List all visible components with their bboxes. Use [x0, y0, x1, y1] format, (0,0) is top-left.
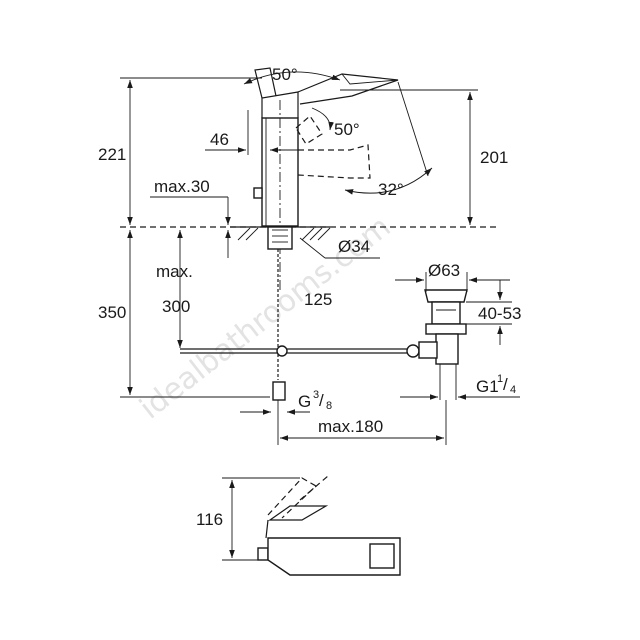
dim-angle-lever: 50°: [311, 107, 360, 139]
label-g114-num: 1: [497, 373, 503, 385]
label-350: 350: [98, 303, 126, 322]
label-g38-slash: /: [319, 391, 324, 410]
dim-201: 201: [340, 89, 508, 225]
dim-116: 116: [196, 477, 300, 561]
dim-hole: Ø34: [299, 237, 380, 259]
dim-46: 46: [205, 110, 300, 155]
dim-thread-hose: G 3 / 8: [240, 389, 332, 415]
label-max: max.: [156, 262, 193, 281]
label-max180: max.180: [318, 417, 383, 436]
dim-thread-waste: G1 1 / 4: [400, 373, 520, 400]
dim-max180: max.180: [277, 400, 447, 445]
dim-angle-spout: 32°: [344, 81, 433, 199]
label-g38-num: 3: [313, 389, 319, 401]
label-40-53: 40-53: [478, 304, 521, 323]
label-angle-lever: 50°: [334, 120, 360, 139]
mounting-assembly: [230, 226, 331, 401]
faucet-side-view: [257, 475, 401, 576]
label-g38-den: 8: [326, 400, 332, 412]
dim-221: 221: [98, 77, 262, 225]
dim-max30: max.30: [150, 177, 231, 258]
dim-40-53: 40-53: [466, 280, 521, 345]
faucet-front-view: [253, 67, 399, 290]
dim-125: 125: [304, 290, 332, 309]
label-116: 116: [196, 510, 223, 529]
label-g114-den: 4: [510, 384, 516, 396]
label-221: 221: [98, 145, 126, 164]
label-300: 300: [162, 297, 190, 316]
label-201: 201: [480, 148, 508, 167]
label-g38-main: G: [298, 392, 311, 411]
waste-assembly: [418, 289, 468, 400]
label-hole-dia: Ø34: [338, 237, 370, 256]
label-angle-spout: 32°: [378, 180, 404, 199]
dim-angle-top: 50°: [243, 65, 341, 85]
dim-waste-dia: Ø63: [395, 261, 510, 292]
drain-linkage: [180, 344, 420, 358]
label-g114-slash: /: [503, 375, 508, 394]
label-g114-main: G1: [476, 377, 499, 396]
label-waste-dia: Ø63: [428, 261, 460, 280]
label-angle-top: 50°: [272, 65, 298, 84]
label-125: 125: [304, 290, 332, 309]
dim-max300: max. 300: [156, 230, 193, 348]
label-max30: max.30: [154, 177, 210, 196]
label-46: 46: [210, 130, 229, 149]
dim-350: 350: [98, 230, 270, 398]
